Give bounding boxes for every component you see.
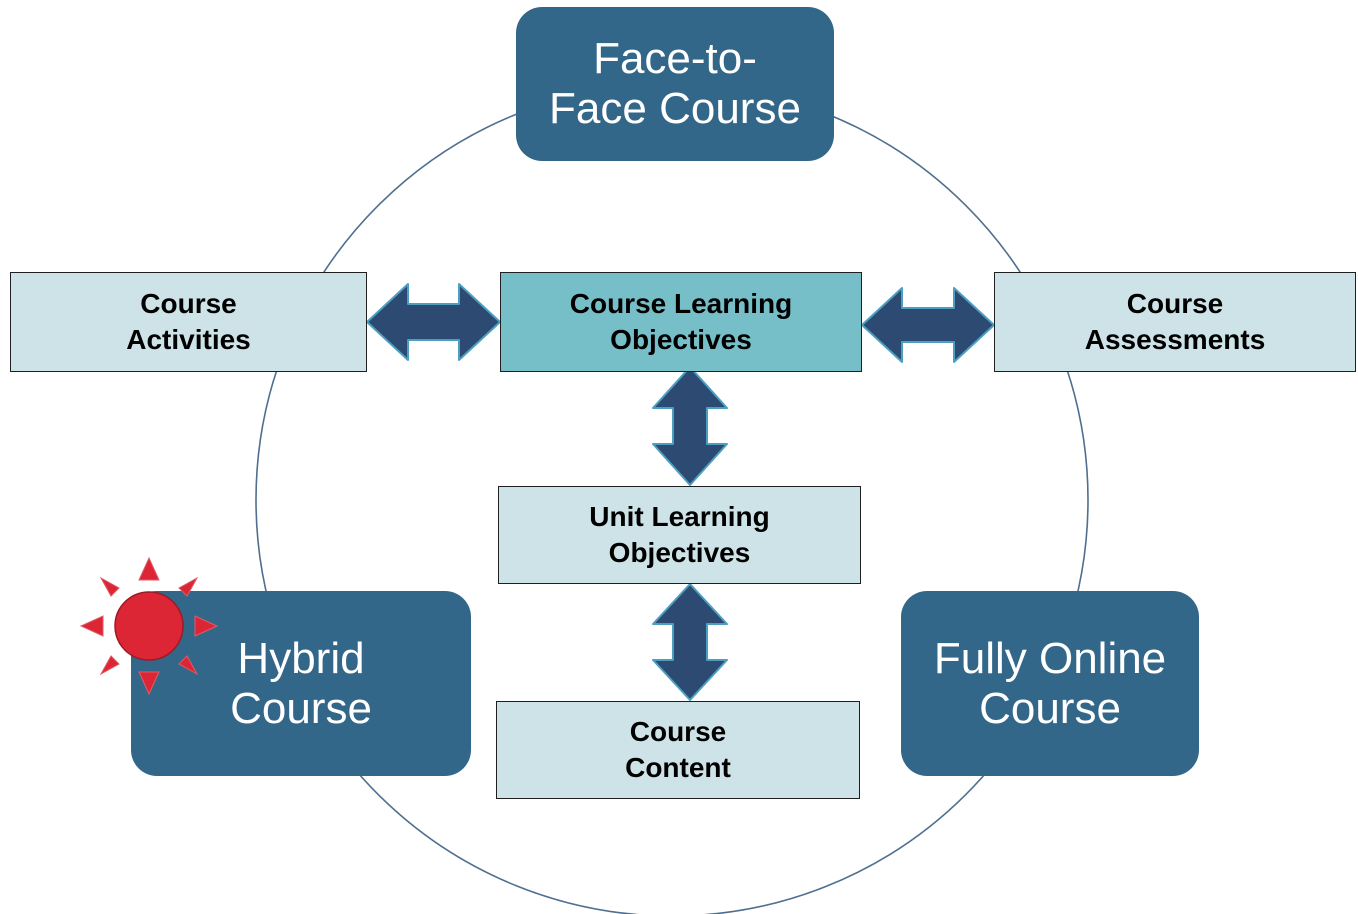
double-arrow-unit-content [652, 583, 728, 701]
sun-icon [79, 556, 219, 696]
course-activities-label: Course Activities [126, 288, 251, 355]
face-to-face-course-label: Face-to- Face Course [549, 34, 801, 133]
course-assessments-box: Course Assessments [994, 272, 1356, 372]
course-content-box: Course Content [496, 701, 860, 799]
double-arrow-objectives-assessments [861, 287, 995, 363]
course-content-label: Course Content [625, 716, 731, 783]
fully-online-course-box: Fully Online Course [901, 591, 1199, 776]
course-activities-box: Course Activities [10, 272, 367, 372]
hybrid-course-label: Hybrid Course [230, 633, 372, 733]
hybrid-course-box: Hybrid Course [131, 591, 471, 776]
fully-online-course-label: Fully Online Course [933, 633, 1167, 733]
unit-learning-objectives-box: Unit Learning Objectives [498, 486, 861, 584]
unit-learning-objectives-label: Unit Learning Objectives [589, 501, 770, 568]
double-arrow-objectives-unit [652, 366, 728, 486]
course-assessments-label: Course Assessments [1084, 288, 1266, 355]
course-learning-objectives-label: Course Learning Objectives [569, 288, 793, 355]
double-arrow-activities-objectives [366, 283, 501, 361]
face-to-face-course-box: Face-to- Face Course [516, 7, 834, 161]
course-learning-objectives-box: Course Learning Objectives [500, 272, 862, 372]
